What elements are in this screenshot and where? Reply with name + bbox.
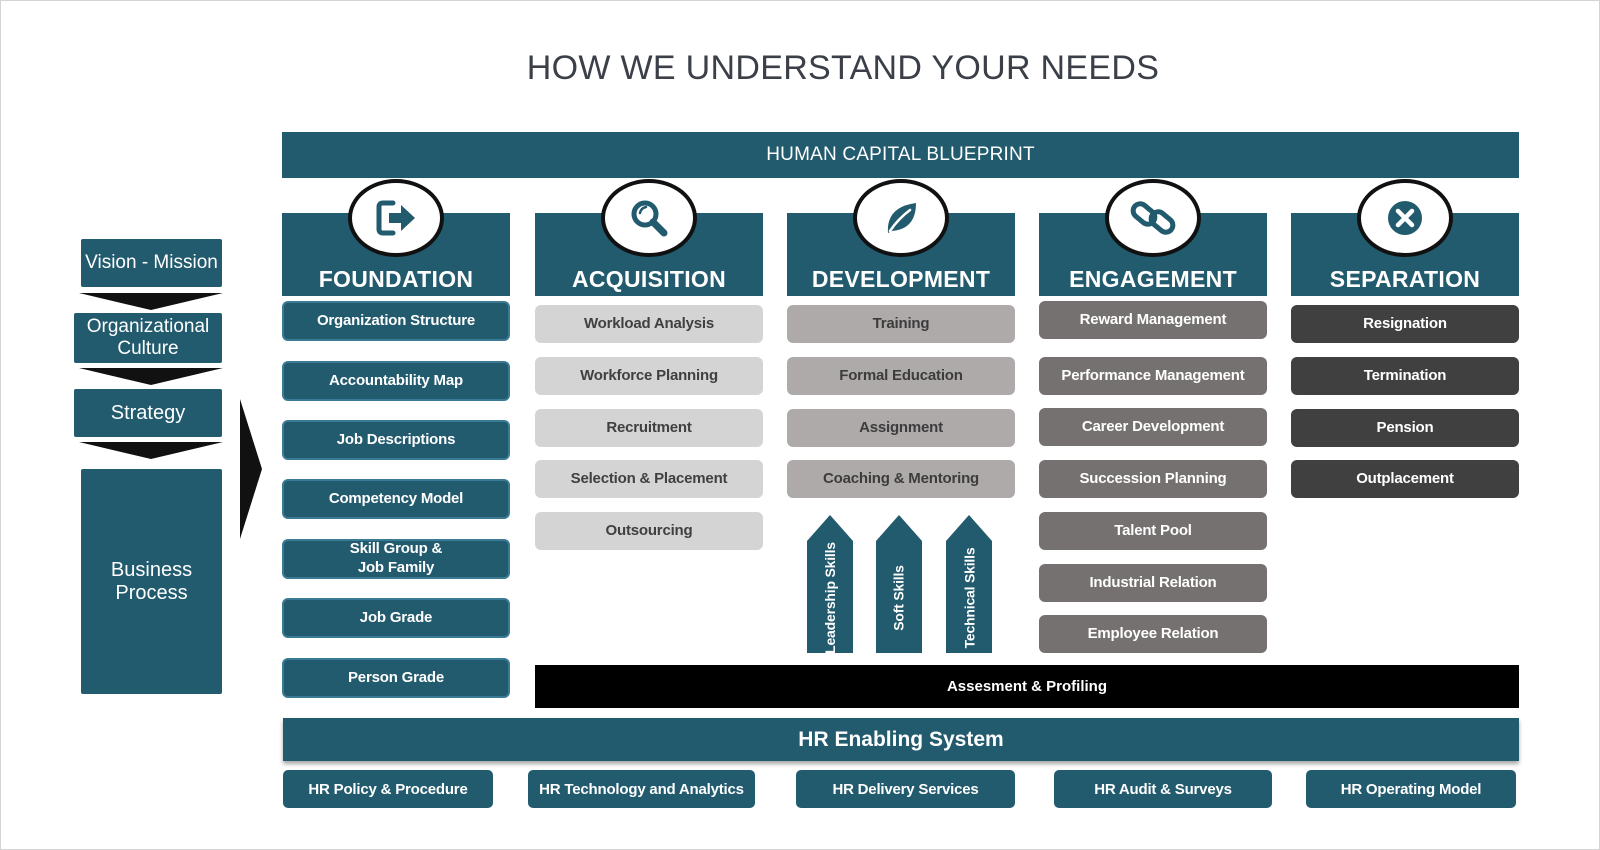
acquisition-item-recruitment: Recruitment — [535, 409, 763, 447]
engagement-item-talent-pool: Talent Pool — [1039, 512, 1267, 550]
engagement-item-performance-management: Performance Management — [1039, 357, 1267, 395]
bottom-item-hr-policy: HR Policy & Procedure — [283, 770, 493, 808]
page-title: HOW WE UNDERSTAND YOUR NEEDS — [526, 49, 1160, 87]
foundation-item-organization-structure: Organization Structure — [282, 301, 510, 341]
separation-item-resignation: Resignation — [1291, 305, 1519, 343]
skill-arrow-technical: Technical Skills — [946, 515, 992, 653]
engagement-item-employee-relation: Employee Relation — [1039, 615, 1267, 653]
hr-enabling-system-bar: HR Enabling System — [283, 718, 1519, 761]
vision-mission-box: Vision - Mission — [81, 239, 222, 287]
chain-link-icon — [1105, 179, 1201, 257]
skill-arrow-label: Leadership Skills — [822, 542, 839, 654]
acquisition-item-outsourcing: Outsourcing — [535, 512, 763, 550]
acquisition-item-workload-analysis: Workload Analysis — [535, 305, 763, 343]
foundation-item-job-grade: Job Grade — [282, 598, 510, 638]
acquisition-item-selection-placement: Selection & Placement — [535, 460, 763, 498]
bottom-item-hr-audit: HR Audit & Surveys — [1054, 770, 1272, 808]
separation-item-termination: Termination — [1291, 357, 1519, 395]
foundation-item-accountability-map: Accountability Map — [282, 361, 510, 401]
flow-arrow-down-2 — [79, 368, 223, 385]
engagement-item-succession-planning: Succession Planning — [1039, 460, 1267, 498]
acquisition-item-workforce-planning: Workforce Planning — [535, 357, 763, 395]
assessment-profiling-bar: Assesment & Profiling — [535, 665, 1519, 708]
blueprint-banner: HUMAN CAPITAL BLUEPRINT — [282, 132, 1519, 178]
flow-arrow-down-3 — [79, 442, 223, 459]
flow-arrow-right — [240, 399, 262, 539]
business-process-box: Business Process — [81, 469, 222, 694]
strategy-box: Strategy — [74, 389, 222, 437]
engagement-item-career-development: Career Development — [1039, 408, 1267, 446]
development-item-formal-education: Formal Education — [787, 357, 1015, 395]
engagement-item-industrial-relation: Industrial Relation — [1039, 564, 1267, 602]
separation-item-pension: Pension — [1291, 409, 1519, 447]
column-header-acquisition: ACQUISITION — [535, 213, 763, 296]
development-item-training: Training — [787, 305, 1015, 343]
foundation-item-competency-model: Competency Model — [282, 479, 510, 519]
skill-arrow-soft: Soft Skills — [876, 515, 922, 653]
bottom-item-hr-technology: HR Technology and Analytics — [528, 770, 755, 808]
magnifier-icon — [601, 179, 697, 257]
foundation-item-person-grade: Person Grade — [282, 658, 510, 698]
development-item-coaching-mentoring: Coaching & Mentoring — [787, 460, 1015, 498]
foundation-item-job-descriptions: Job Descriptions — [282, 420, 510, 460]
skill-arrow-label: Technical Skills — [961, 547, 977, 649]
skill-arrow-leadership: Leadership Skills — [807, 515, 853, 654]
leaf-icon — [853, 179, 949, 257]
foundation-item-skill-group: Skill Group & Job Family — [282, 539, 510, 579]
engagement-item-reward-management: Reward Management — [1039, 301, 1267, 339]
development-item-assignment: Assignment — [787, 409, 1015, 447]
cross-circle-icon — [1357, 179, 1453, 257]
skill-arrow-label: Soft Skills — [891, 565, 908, 631]
bottom-item-hr-delivery: HR Delivery Services — [796, 770, 1015, 808]
flow-arrow-down-1 — [79, 293, 223, 310]
exit-arrow-icon — [348, 179, 444, 257]
organizational-culture-box: Organizational Culture — [74, 313, 222, 363]
separation-item-outplacement: Outplacement — [1291, 460, 1519, 498]
bottom-item-hr-operating-model: HR Operating Model — [1306, 770, 1516, 808]
